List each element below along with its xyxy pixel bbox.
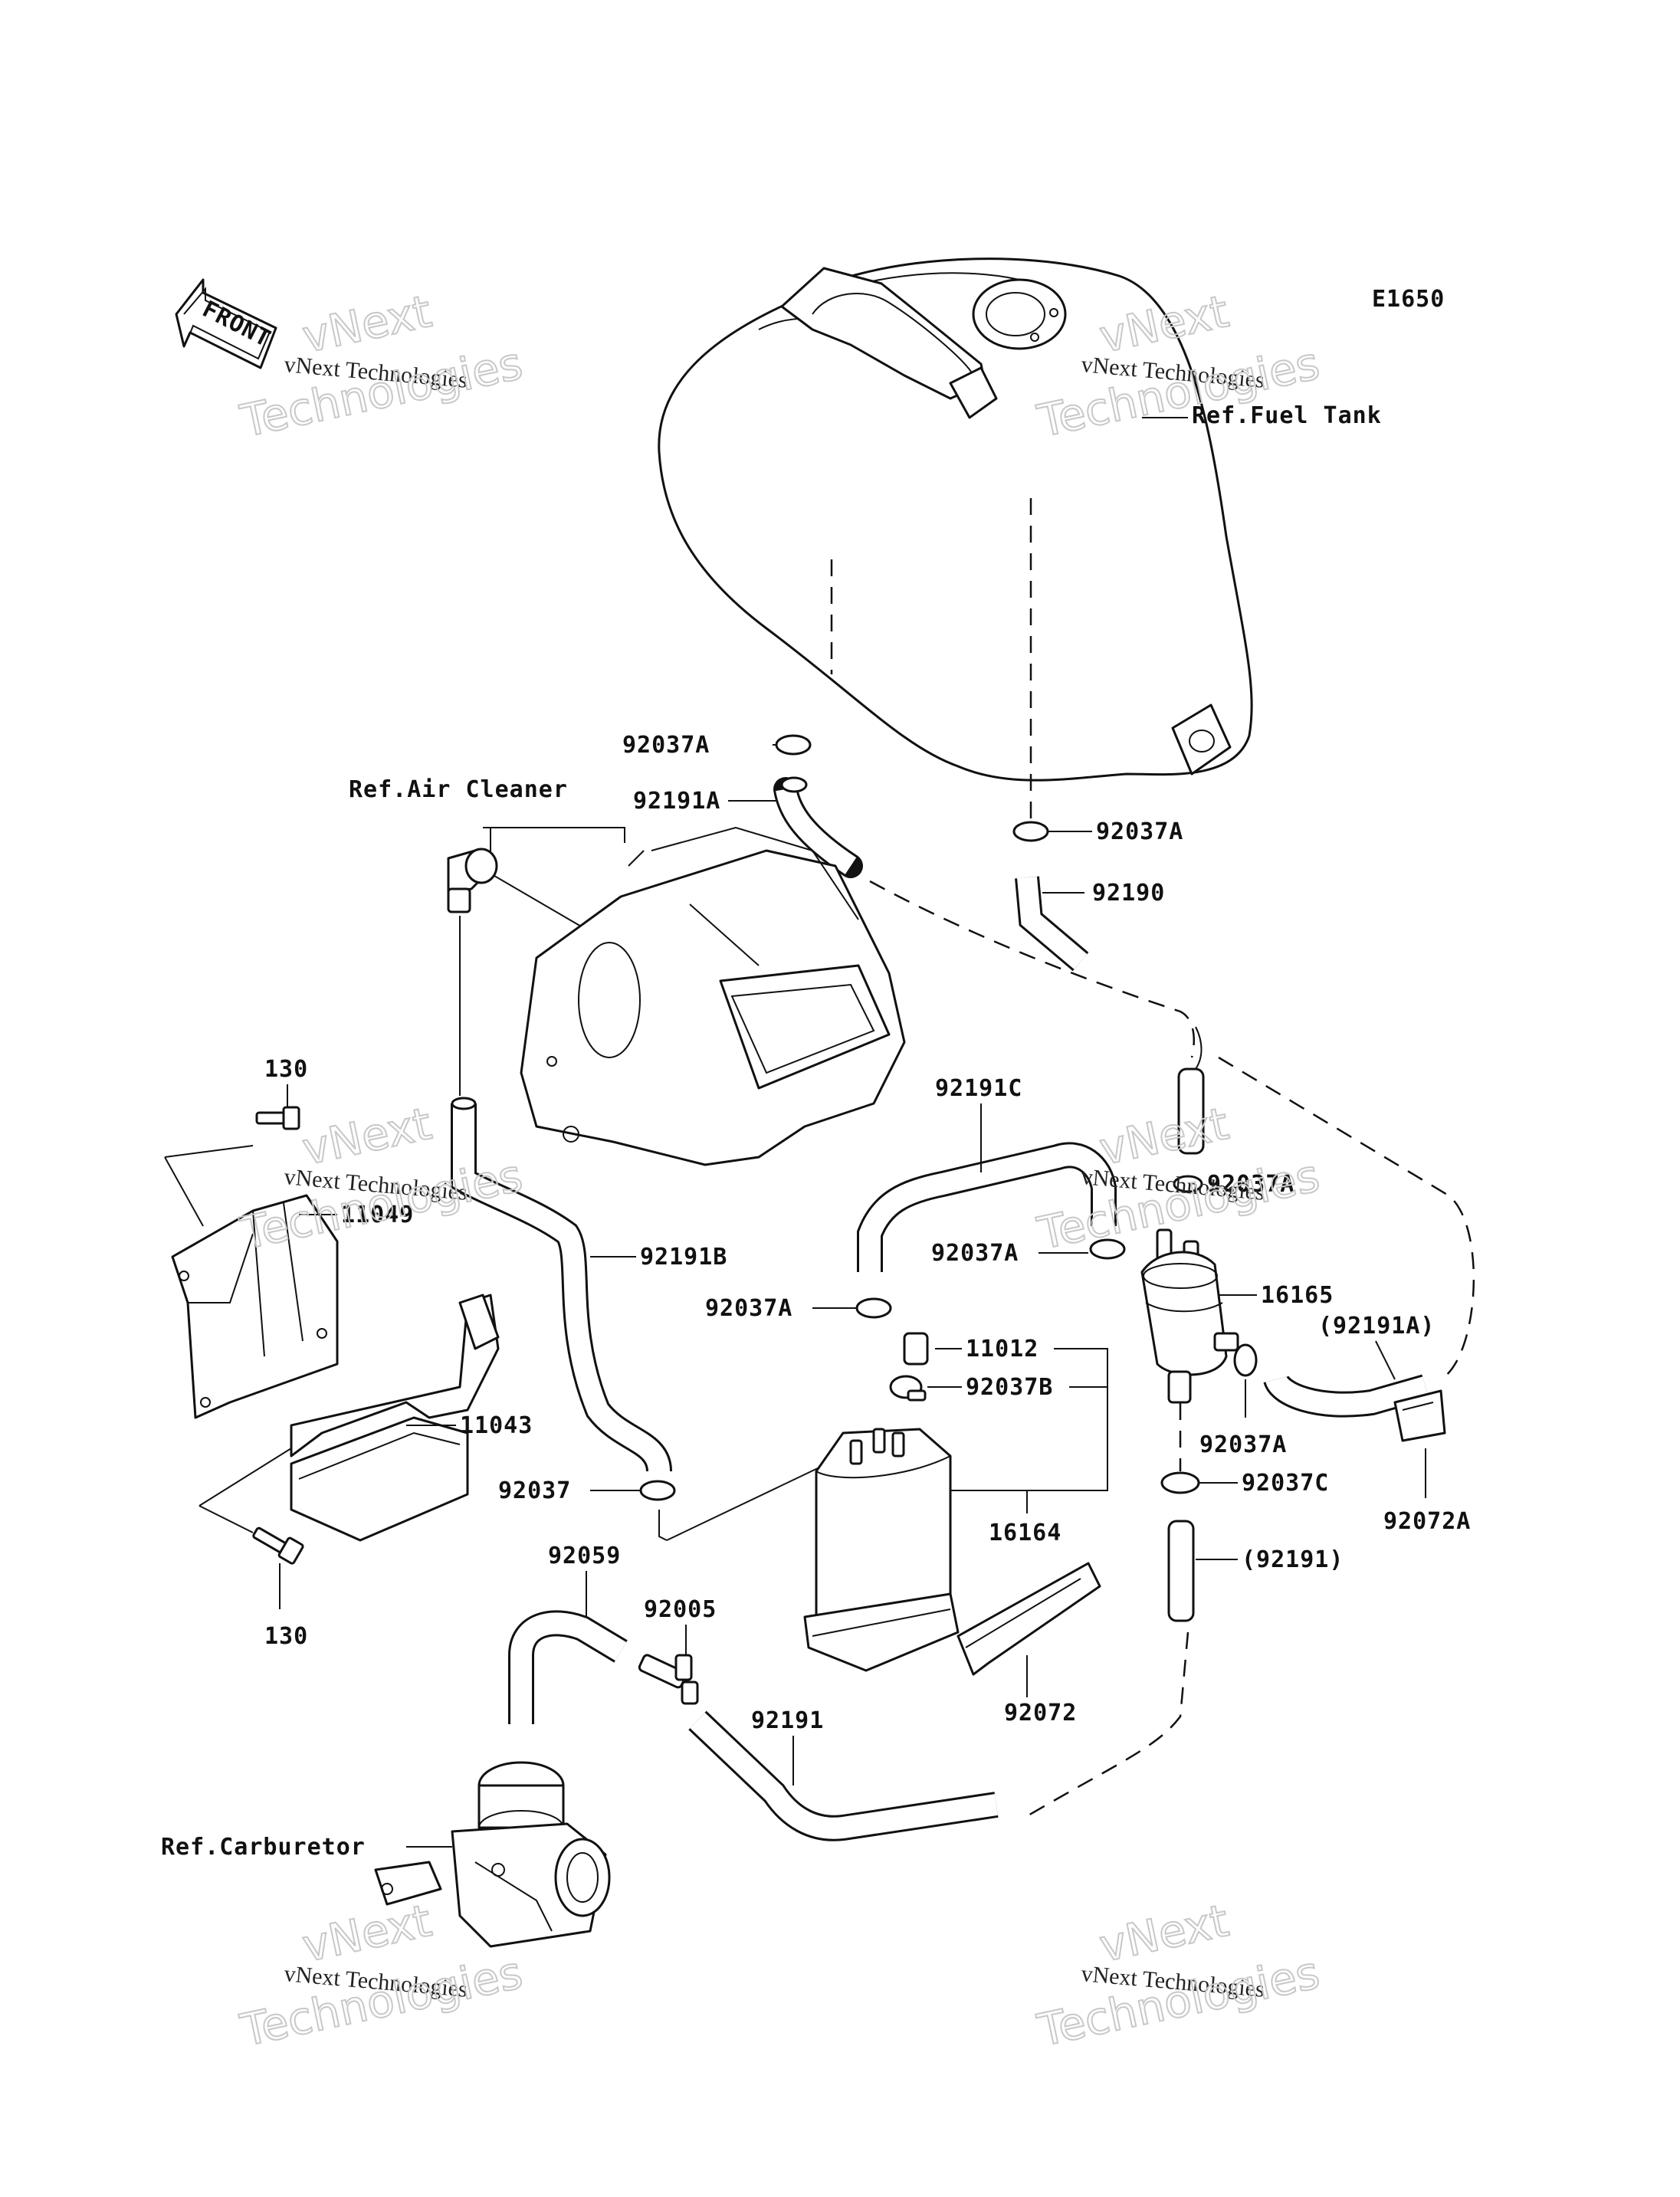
clamp-92037A-filter (1039, 1238, 1126, 1260)
hose-92190 (1015, 876, 1089, 972)
bolt-130-top (255, 1106, 300, 1130)
fitting-92005 (638, 1654, 699, 1705)
label-11043: 11043 (460, 1412, 533, 1439)
label-16164: 16164 (989, 1520, 1061, 1546)
cap-11012 (903, 1332, 929, 1366)
ref-carburetor-label: Ref.Carburetor (161, 1834, 366, 1861)
label-130-top: 130 (264, 1056, 308, 1083)
watermark-mid-right: vNext vNext Technologies Technologies (1032, 1097, 1325, 1261)
label-92072: 92072 (1004, 1700, 1077, 1726)
clamp-92037A-mid-right (1173, 1175, 1203, 1193)
front-arrow-icon: FRONT (175, 278, 277, 369)
svg-text:vNext: vNext (1095, 285, 1233, 363)
fuel-filter-16165 (1140, 1228, 1239, 1404)
svg-text:Technologies: Technologies (1033, 337, 1324, 448)
label-92037A-right: 92037A (1096, 818, 1183, 845)
label-92037A-tank: 92037A (622, 732, 710, 759)
hose-92191C (857, 1142, 1117, 1272)
label-92059: 92059 (548, 1543, 621, 1569)
clamp-92037A-right (1012, 821, 1092, 842)
label-92191A-paren: (92191A) (1318, 1313, 1436, 1340)
hose-92191-vertical (1167, 1520, 1195, 1622)
svg-text:vNext: vNext (298, 1097, 436, 1176)
label-130-bottom: 130 (264, 1623, 308, 1650)
svg-text:Technologies: Technologies (236, 1149, 527, 1260)
label-92037C: 92037C (1242, 1470, 1329, 1497)
svg-text:vNext: vNext (298, 1894, 436, 1972)
label-92191A-top: 92191A (633, 788, 720, 815)
label-92191: 92191 (751, 1707, 824, 1734)
label-92190: 92190 (1092, 880, 1165, 907)
hose-92059 (508, 1610, 628, 1724)
label-92037A-mid-right: 92037A (1207, 1171, 1294, 1198)
watermark-top-left: vNext vNext Technologies Technologies (235, 284, 528, 448)
label-92037B: 92037B (966, 1374, 1053, 1401)
hose-92191A-right (1263, 1374, 1429, 1418)
clamp-92037B (889, 1375, 927, 1402)
clamp-92037A-lower (1233, 1343, 1258, 1377)
watermark-bottom-right: vNext vNext Technologies Technologies (1032, 1894, 1325, 2058)
hose-92191A-top (773, 776, 863, 878)
elbow-fitting (447, 848, 498, 913)
svg-text:Technologies: Technologies (236, 337, 527, 448)
label-92191-paren: (92191) (1242, 1546, 1344, 1573)
hose-92191B (451, 1097, 672, 1473)
clamp-92037A-tank (773, 734, 812, 756)
clamp-92037C (1160, 1471, 1238, 1494)
hose-92191-bottom (688, 1710, 999, 1841)
label-11012: 11012 (966, 1336, 1039, 1362)
svg-text:vNext: vNext (1095, 1097, 1233, 1176)
hose-92191A-vertical (1177, 1067, 1205, 1155)
label-11049: 11049 (341, 1202, 414, 1228)
svg-text:vNext: vNext (298, 285, 436, 363)
svg-text:Technologies: Technologies (236, 1946, 527, 2057)
bracket-11049 (171, 1194, 339, 1419)
label-92037: 92037 (498, 1477, 571, 1504)
canister-16164 (803, 1428, 960, 1672)
carburetor (374, 1761, 611, 1948)
tray-11043 (290, 1294, 500, 1542)
air-cleaner (520, 826, 906, 1166)
label-92191C: 92191C (935, 1075, 1022, 1102)
label-92037A-filter: 92037A (931, 1240, 1019, 1267)
ref-air-cleaner-label: Ref.Air Cleaner (349, 776, 568, 803)
clamp-92037A-canister (812, 1297, 892, 1319)
strap-92072 (956, 1562, 1101, 1676)
label-16165: 16165 (1261, 1282, 1334, 1309)
label-92037A-canister: 92037A (705, 1295, 792, 1322)
ref-fuel-tank-label: Ref.Fuel Tank (1192, 402, 1382, 429)
svg-text:Technologies: Technologies (1033, 1946, 1324, 2057)
fuel-tank (658, 257, 1253, 782)
label-92072A: 92072A (1383, 1508, 1471, 1535)
label-92005: 92005 (644, 1596, 717, 1623)
strap-92072A (1393, 1389, 1446, 1442)
diagram-code: E1650 (1372, 286, 1445, 313)
svg-text:vNext: vNext (1095, 1894, 1233, 1972)
clamp-92037 (590, 1480, 676, 1501)
label-92191B: 92191B (640, 1244, 727, 1271)
bolt-130-bottom (252, 1526, 304, 1565)
label-92037A-lower: 92037A (1199, 1431, 1287, 1458)
